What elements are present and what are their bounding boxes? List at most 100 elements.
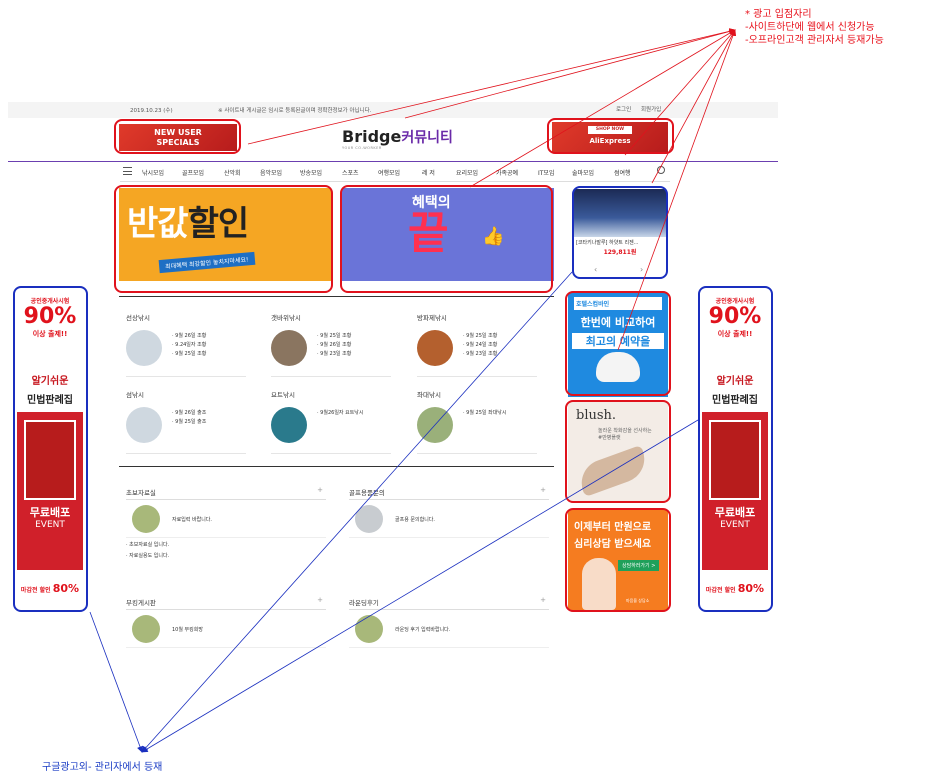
nav-item[interactable]: IT모임 <box>538 170 555 177</box>
side-ad-line: 민법판례집 <box>702 389 768 412</box>
more-plus-icon[interactable]: + <box>317 486 323 494</box>
board-first-post[interactable]: 10월 부킹희망 <box>172 627 203 633</box>
cell-lines: · 9월 25일 조황 · 9월 26일 조황 · 9월 23일 조황 <box>317 332 351 359</box>
site-topbar: 2019.10.23 (수) ※ 사이트내 게시글은 임시로 등록된글이며 정확… <box>8 102 778 118</box>
side-ad-left[interactable]: 공인중개사시험 90% 이상 출제!! 알기쉬운 민법판례집 무료배포 EVEN… <box>17 290 83 608</box>
nav-bottom-line <box>120 181 670 182</box>
list-item[interactable]: · 9월 25일 좌대낚시 <box>463 410 507 416</box>
nav-item[interactable]: 낚시모임 <box>142 170 165 177</box>
nav-item[interactable]: 산악회 <box>224 170 241 177</box>
side-ad-bottom-pct: 80% <box>52 582 80 595</box>
board-thumbnail <box>132 615 160 643</box>
fishing-cell[interactable]: 요트낚시 · 9월26일자 요트낚시 <box>265 389 395 459</box>
list-item[interactable]: · 9월 24일 조황 <box>463 342 498 348</box>
board-first-post[interactable]: 라운딩 후기 입력바랍니다. <box>395 627 451 633</box>
list-item[interactable]: · 자료실용도 입니다. <box>126 553 170 559</box>
nav-item[interactable]: 술마모임 <box>572 170 595 177</box>
nav-item[interactable]: 요리모임 <box>456 170 479 177</box>
cell-thumbnail <box>417 330 453 366</box>
annotation-box-red <box>547 118 674 154</box>
cell-underline <box>126 453 246 454</box>
fishing-cell[interactable]: 방파제낚시 · 9월 25일 조황 · 9월 24일 조황 · 9월 23일 조… <box>411 312 541 382</box>
fishing-cell[interactable]: 선상낚시 · 9월 26일 조황 · 9.24일자 조황 · 9월 25일 조황 <box>120 312 250 382</box>
list-item[interactable]: · 9.24일자 조황 <box>172 342 207 348</box>
google-ad-note: 구글광고외- 관리자에서 등재 <box>42 762 163 773</box>
side-ad-bottom-pct: 80% <box>737 582 765 595</box>
annotation-box-red <box>565 400 671 503</box>
annotation-box-blue <box>572 186 668 279</box>
nav-item[interactable]: 방송모임 <box>300 170 323 177</box>
book-image <box>709 420 761 500</box>
list-item[interactable]: · 9월 25일 출조 <box>172 419 207 425</box>
side-ad-bottom: 마감전 할인 80% <box>17 570 83 608</box>
cell-title: 좌대낚시 <box>417 391 441 399</box>
list-item[interactable]: · 9월 26일 출조 <box>172 410 207 416</box>
menu-icon[interactable] <box>123 167 132 175</box>
list-item[interactable]: · 초보자료실 입니다. <box>126 542 170 548</box>
board-first-post[interactable]: 자료입력 바랍니다. <box>172 517 212 523</box>
more-plus-icon[interactable]: + <box>317 596 323 604</box>
board-title[interactable]: 라운딩후기 <box>349 599 379 607</box>
cell-lines: · 9월 25일 조황 · 9월 24일 조황 · 9월 23일 조황 <box>463 332 497 359</box>
ad-line: NEW USER <box>154 128 202 137</box>
side-ad-percent: 90% <box>23 304 77 329</box>
side-ad-line: 알기쉬운 <box>702 370 768 389</box>
search-icon[interactable] <box>657 166 665 174</box>
list-item[interactable]: · 9월 26일 조황 <box>172 333 207 339</box>
nav-item[interactable]: 골프모임 <box>182 170 205 177</box>
chevron-left-icon[interactable]: ‹ <box>594 265 598 274</box>
board-title[interactable]: 초보자료실 <box>126 489 156 497</box>
nav-item[interactable]: 레 저 <box>422 170 435 177</box>
list-item[interactable]: · 9월 23일 조황 <box>317 351 352 357</box>
nav-item[interactable]: 음악모임 <box>260 170 283 177</box>
list-item[interactable]: · 9월 25일 조황 <box>463 333 498 339</box>
site-logo[interactable]: Bridge커뮤니티 <box>342 127 453 147</box>
nav-item[interactable]: 여행모임 <box>378 170 401 177</box>
board-divider <box>126 537 326 538</box>
hotel-title: [코타키나발루] 하얏트 리젠... <box>576 240 639 246</box>
board-golf-goods: 골프용품문의 + 골프용 문의합니다. <box>343 486 549 547</box>
cell-underline <box>271 453 391 454</box>
banner-word: 반값 <box>127 204 189 244</box>
topbar-date: 2019.10.23 (수) <box>130 108 173 114</box>
nav-item[interactable]: 썸여행 <box>614 170 631 177</box>
fishing-cell[interactable]: 갯바위낚시 · 9월 25일 조황 · 9월 26일 조황 · 9월 23일 조… <box>265 312 395 382</box>
board-rounding-review: 라운딩후기 + 라운딩 후기 입력바랍니다. <box>343 596 549 657</box>
banner-big-word: 끝 <box>408 208 449 259</box>
logo-text-ko: 커뮤니티 <box>401 130 453 146</box>
cell-underline <box>126 376 246 377</box>
cell-underline <box>271 376 391 377</box>
list-item[interactable]: · 9월26일자 요트낚시 <box>317 410 364 416</box>
header-ad-left[interactable]: NEW USER SPECIALS <box>119 124 237 151</box>
more-plus-icon[interactable]: + <box>540 486 546 494</box>
ad-line: SPECIALS <box>156 138 200 147</box>
board-underline <box>126 609 326 610</box>
side-ad-bottom: 마감전 할인 80% <box>702 570 768 608</box>
board-thumbnail <box>355 615 383 643</box>
board-booking: 부킹게시판 + 10월 부킹희망 <box>120 596 326 657</box>
cell-lines: · 9월 25일 좌대낚시 <box>463 409 507 418</box>
fishing-cell[interactable]: 좌대낚시 · 9월 25일 좌대낚시 <box>411 389 541 459</box>
join-link[interactable]: 회원가입 <box>641 107 662 113</box>
board-title[interactable]: 골프용품문의 <box>349 489 385 497</box>
note-line: -사이트하단에 웹에서 신청가능 <box>745 22 875 33</box>
list-item[interactable]: · 9월 23일 조황 <box>463 351 498 357</box>
list-item[interactable]: · 9월 26일 조황 <box>317 342 352 348</box>
login-link[interactable]: 로그인 <box>616 107 632 113</box>
nav-item[interactable]: 가족공예 <box>496 170 519 177</box>
list-item[interactable]: · 9월 25일 조황 <box>317 333 352 339</box>
side-ad-event: EVENT <box>35 520 65 530</box>
banner-word: 할인 <box>187 204 250 244</box>
cell-underline <box>417 376 537 377</box>
fishing-cell[interactable]: 섬낚시 · 9월 26일 출조 · 9월 25일 출조 <box>120 389 250 459</box>
side-ad-free: 무료배포 <box>29 506 71 519</box>
benefit-banner[interactable]: 혜택의 끝 👍 <box>342 188 554 281</box>
annotation-box-blue <box>13 286 88 612</box>
nav-item[interactable]: 스포츠 <box>342 170 359 177</box>
cell-thumbnail <box>271 330 307 366</box>
board-title[interactable]: 부킹게시판 <box>126 599 156 607</box>
half-price-banner[interactable]: 반값할인 최대혜택 최강할인 놓치지마세요! <box>119 188 331 281</box>
list-item[interactable]: · 9월 25일 조황 <box>172 351 207 357</box>
more-plus-icon[interactable]: + <box>540 596 546 604</box>
board-first-post[interactable]: 골프용 문의합니다. <box>395 517 435 523</box>
